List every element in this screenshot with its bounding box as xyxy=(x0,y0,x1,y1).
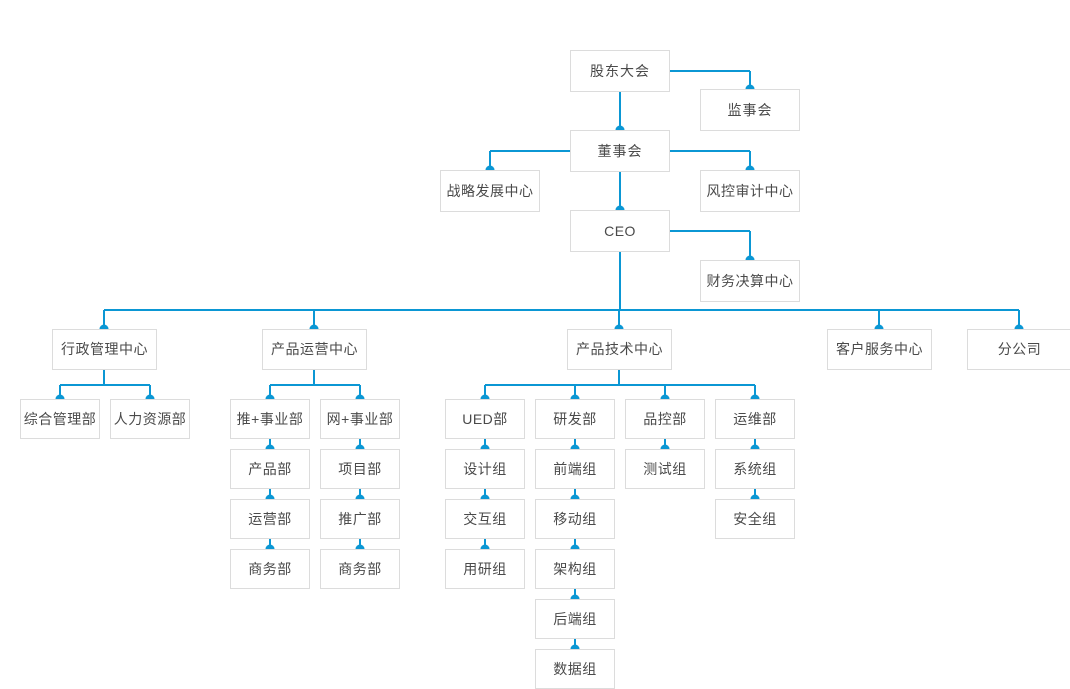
org-node[interactable]: 移动组 xyxy=(535,499,615,539)
org-node-label: 财务决算中心 xyxy=(706,272,794,289)
org-node[interactable]: UED部 xyxy=(445,399,525,439)
org-node-label: 运维部 xyxy=(733,410,777,427)
org-node-label: 移动组 xyxy=(553,510,597,527)
org-node[interactable]: 分公司 xyxy=(967,329,1070,370)
org-node-label: 安全组 xyxy=(733,510,777,527)
org-node[interactable]: 商务部 xyxy=(230,549,310,589)
org-node-label: 产品技术中心 xyxy=(576,341,663,358)
org-node-label: 后端组 xyxy=(553,610,597,627)
org-node[interactable]: 网+事业部 xyxy=(320,399,400,439)
org-node[interactable]: 用研组 xyxy=(445,549,525,589)
org-node[interactable]: CEO xyxy=(570,210,670,252)
org-node[interactable]: 监事会 xyxy=(700,89,800,131)
org-node[interactable]: 产品运营中心 xyxy=(262,329,367,370)
org-node-label: UED部 xyxy=(462,410,508,427)
org-node-label: 人力资源部 xyxy=(113,410,187,427)
org-node[interactable]: 推+事业部 xyxy=(230,399,310,439)
org-node-label: 交互组 xyxy=(463,510,507,527)
org-node[interactable]: 研发部 xyxy=(535,399,615,439)
org-node[interactable]: 交互组 xyxy=(445,499,525,539)
org-node-label: 客户服务中心 xyxy=(836,341,923,358)
org-node-label: 产品部 xyxy=(248,460,292,477)
org-node-label: 运营部 xyxy=(248,510,292,527)
org-node-label: 品控部 xyxy=(643,410,687,427)
org-node-label: 网+事业部 xyxy=(326,410,394,427)
org-node[interactable]: 产品技术中心 xyxy=(567,329,672,370)
org-node-label: 前端组 xyxy=(553,460,597,477)
org-node[interactable]: 股东大会 xyxy=(570,50,670,92)
org-node-label: 推广部 xyxy=(338,510,382,527)
org-node-label: 产品运营中心 xyxy=(271,341,358,358)
org-node[interactable]: 商务部 xyxy=(320,549,400,589)
org-node[interactable]: 系统组 xyxy=(715,449,795,489)
org-node[interactable]: 行政管理中心 xyxy=(52,329,157,370)
org-node-label: 商务部 xyxy=(338,560,382,577)
org-node-label: 风控审计中心 xyxy=(706,182,794,199)
org-node[interactable]: 测试组 xyxy=(625,449,705,489)
org-node-label: 监事会 xyxy=(727,101,773,118)
org-node-label: 架构组 xyxy=(553,560,597,577)
org-node-label: 测试组 xyxy=(643,460,687,477)
org-node-label: 分公司 xyxy=(997,341,1042,358)
org-node-label: 商务部 xyxy=(248,560,292,577)
org-node[interactable]: 架构组 xyxy=(535,549,615,589)
org-node[interactable]: 综合管理部 xyxy=(20,399,100,439)
org-node[interactable]: 后端组 xyxy=(535,599,615,639)
org-node[interactable]: 数据组 xyxy=(535,649,615,689)
org-node[interactable]: 人力资源部 xyxy=(110,399,190,439)
org-node[interactable]: 安全组 xyxy=(715,499,795,539)
org-node-label: 系统组 xyxy=(733,460,777,477)
org-node[interactable]: 运维部 xyxy=(715,399,795,439)
org-node-label: 董事会 xyxy=(597,142,643,159)
org-node-label: 推+事业部 xyxy=(236,410,304,427)
org-node-label: CEO xyxy=(604,222,636,239)
org-node[interactable]: 客户服务中心 xyxy=(827,329,932,370)
org-node-label: 设计组 xyxy=(463,460,507,477)
org-node[interactable]: 产品部 xyxy=(230,449,310,489)
org-node-label: 数据组 xyxy=(553,660,597,677)
org-node-label: 行政管理中心 xyxy=(61,341,148,358)
org-node[interactable]: 董事会 xyxy=(570,130,670,172)
org-node[interactable]: 设计组 xyxy=(445,449,525,489)
org-node-label: 股东大会 xyxy=(590,62,650,79)
org-node-label: 项目部 xyxy=(338,460,382,477)
org-node[interactable]: 项目部 xyxy=(320,449,400,489)
org-node[interactable]: 品控部 xyxy=(625,399,705,439)
org-node[interactable]: 前端组 xyxy=(535,449,615,489)
org-node[interactable]: 战略发展中心 xyxy=(440,170,540,212)
org-node-label: 研发部 xyxy=(553,410,597,427)
org-node[interactable]: 运营部 xyxy=(230,499,310,539)
org-node[interactable]: 财务决算中心 xyxy=(700,260,800,302)
org-node[interactable]: 风控审计中心 xyxy=(700,170,800,212)
org-node-label: 综合管理部 xyxy=(23,410,97,427)
org-node-label: 战略发展中心 xyxy=(446,182,534,199)
org-node[interactable]: 推广部 xyxy=(320,499,400,539)
org-node-label: 用研组 xyxy=(463,560,507,577)
